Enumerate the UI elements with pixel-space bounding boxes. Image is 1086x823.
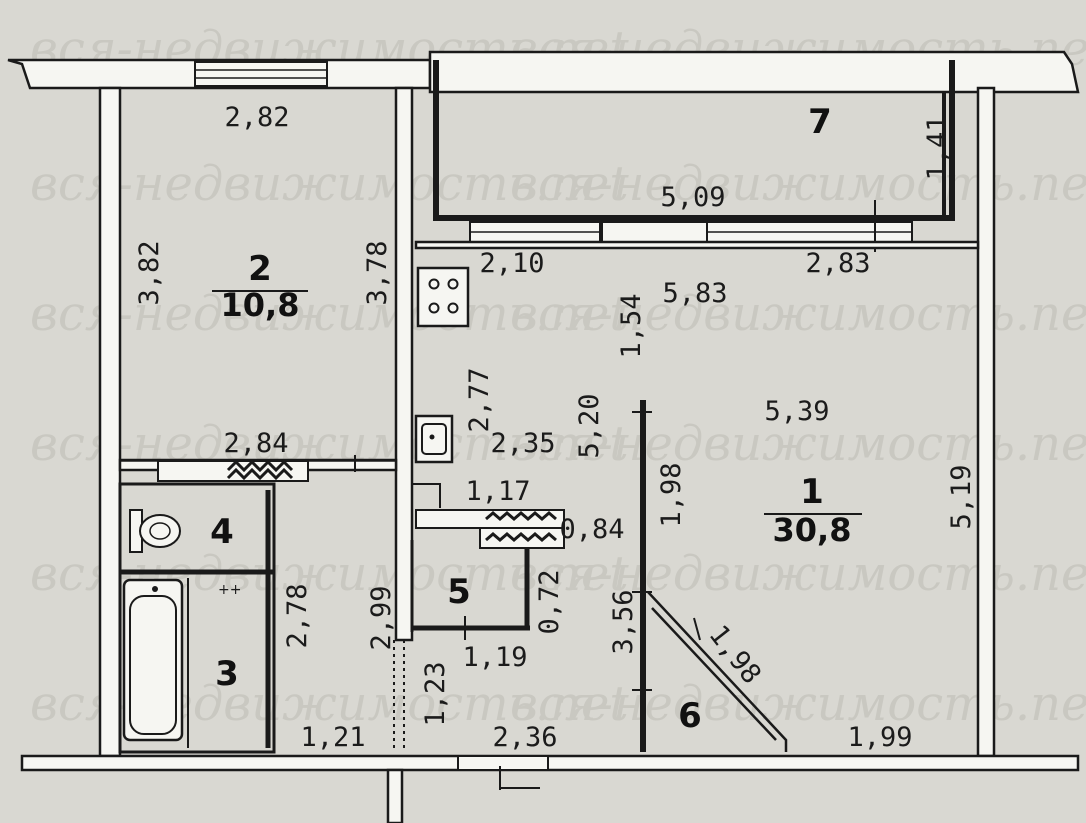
dim-label: 2,83	[805, 248, 870, 279]
wet-zone-walls	[118, 482, 276, 754]
dim-label: 1,21	[300, 722, 365, 753]
room-number-5: 5	[447, 572, 471, 612]
dim-label: 1,17	[465, 476, 530, 507]
watermark: вся-недвижимость.net	[510, 156, 1086, 212]
dim-label: 2,99	[366, 585, 397, 650]
living-partition	[632, 400, 788, 752]
dim-label: 0,84	[559, 514, 624, 545]
room-area-2: 10,8	[221, 286, 300, 324]
room-number-1: 1	[800, 472, 824, 512]
room-area-1: 30,8	[773, 511, 852, 549]
room-number-4: 4	[210, 512, 234, 552]
dim-label: 1,19	[462, 642, 527, 673]
dim-label: 1,98	[656, 462, 687, 527]
room-labels: 2 10,8 1 30,8 3 4 5 6 7	[210, 102, 862, 736]
dim-label: 2,77	[464, 367, 495, 432]
bathtub-icon: ++	[122, 578, 241, 742]
storage-walls	[410, 483, 565, 640]
top-wall-right	[428, 50, 1080, 94]
right-wall	[976, 86, 996, 758]
stove-icon	[416, 266, 470, 328]
bottom-wall	[20, 754, 1080, 772]
dim-label: 5,39	[764, 396, 829, 427]
watermark: вся-недвижимость.net	[510, 286, 1086, 342]
room-number-3: 3	[215, 654, 239, 694]
watermark: вся-недвижимость.net	[30, 156, 629, 212]
dim-label: 1,41	[922, 115, 953, 180]
watermark: вся-недвижимость.net	[510, 676, 1086, 732]
room-number-7: 7	[808, 102, 832, 142]
svg-text:++: ++	[218, 582, 241, 598]
dim-label: 2,78	[282, 583, 313, 648]
entrance-opening	[393, 640, 405, 752]
dim-label: 2,10	[479, 248, 544, 279]
window-bedroom	[194, 61, 328, 87]
dim-label: 1,54	[616, 293, 647, 358]
window-living-left	[469, 221, 601, 243]
dim-label: 2,35	[490, 428, 555, 459]
window-living-right	[706, 221, 913, 243]
room-number-6: 6	[678, 696, 702, 736]
living-top-wall	[414, 240, 980, 250]
dim-label: 1,99	[847, 722, 912, 753]
dim-label: 2,36	[492, 722, 557, 753]
watermark: вся-недвижимость.net	[510, 546, 1086, 602]
room-number-2: 2	[248, 249, 272, 289]
dim-label: 2,84	[223, 428, 288, 459]
watermark: вся-недвижимость.net	[30, 286, 629, 342]
balcony-outline	[433, 60, 955, 221]
toilet-icon	[129, 509, 181, 553]
dim-label: 5,19	[946, 464, 977, 529]
dim-label: 5,83	[662, 278, 727, 309]
left-wall	[98, 86, 122, 758]
dim-label: 5,20	[574, 393, 605, 458]
dim-label: 3,82	[134, 240, 165, 305]
dim-label: 0,72	[534, 569, 565, 634]
dim-label: 1,23	[420, 661, 451, 726]
dim-label: 3,78	[362, 240, 393, 305]
bedroom-partition	[394, 86, 414, 642]
entrance-stub	[386, 768, 404, 823]
sink-icon	[414, 414, 454, 464]
dimension-labels: 2,82 2,84 1,21 1,19 2,36 5,09 2,10 2,83 …	[223, 102, 912, 753]
dim-label: 3,56	[608, 589, 639, 654]
dim-label: 5,09	[660, 182, 725, 213]
balcony-door	[601, 221, 708, 245]
dimension-labels-vertical: 3,82 3,78 2,78 2,99 1,23 1,41 1,54 2,77 …	[134, 115, 977, 726]
windows	[194, 61, 913, 245]
entrance-door	[457, 755, 549, 790]
dim-label: 2,82	[224, 102, 289, 133]
exterior-walls	[7, 50, 1080, 823]
